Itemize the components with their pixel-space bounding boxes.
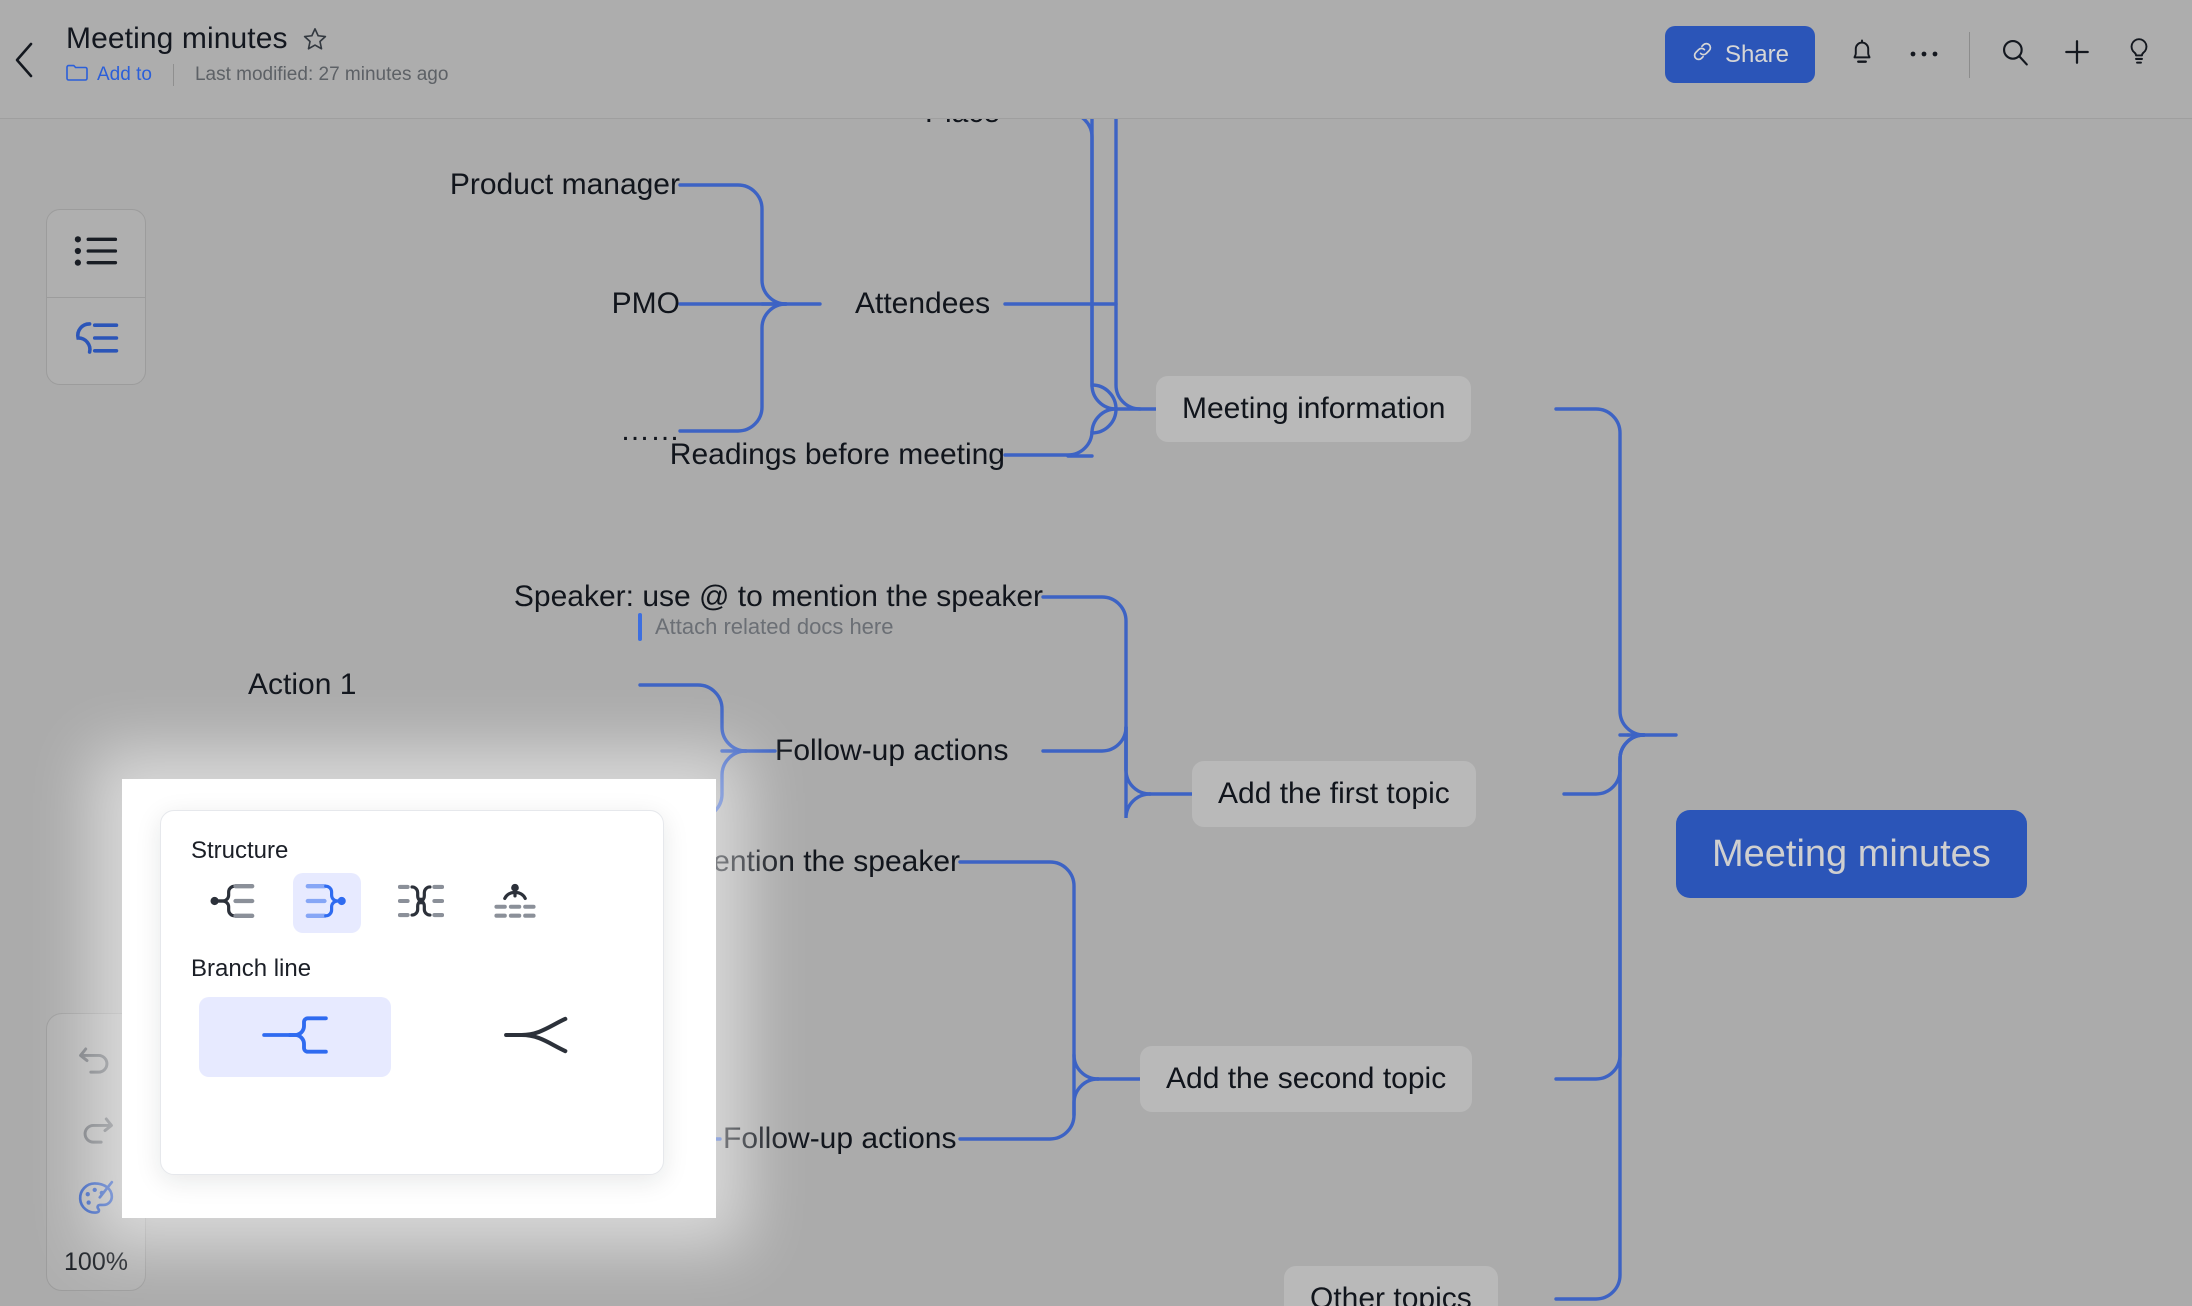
structure-left-icon (210, 881, 256, 926)
node-speaker-first[interactable]: Speaker: use @ to mention the speaker (443, 575, 1043, 619)
redo-button[interactable] (61, 1102, 131, 1158)
search-button[interactable] (1984, 27, 2046, 83)
topic-label: Other topics (1310, 1282, 1472, 1306)
node-ellipsis-attendee[interactable]: …… (380, 409, 680, 453)
node-place[interactable]: Place (925, 119, 1000, 135)
notifications-button[interactable] (1831, 27, 1893, 83)
view-mode-outline-button[interactable] (47, 210, 145, 297)
header-divider (1969, 31, 1970, 78)
zoom-level-label[interactable]: 100% (64, 1248, 128, 1276)
undo-icon (76, 1040, 116, 1081)
node-readings-before-meeting[interactable]: Readings before meeting (605, 433, 1005, 477)
document-title-row: Meeting minutes (66, 22, 328, 56)
star-icon[interactable] (302, 26, 328, 52)
structure-tree-down-icon (492, 881, 538, 926)
branch-line-option-taper[interactable] (441, 997, 633, 1077)
node-follow-up-actions-first[interactable]: Follow-up actions (775, 729, 1008, 773)
canvas-scrollbar[interactable] (2182, 119, 2192, 1306)
branch-line-option-bracket[interactable] (199, 997, 391, 1077)
color-palette-button[interactable] (61, 1172, 131, 1228)
structure-option-both-sides[interactable] (387, 873, 455, 933)
node-label: Speaker: use @ to mention the speaker (513, 580, 1043, 613)
node-pmo[interactable]: PMO (380, 282, 680, 326)
structure-option-tree-down[interactable] (481, 873, 549, 933)
document-meta-row: Add to Last modified: 27 minutes ago (66, 63, 448, 87)
node-label: Follow-up actions (775, 734, 1009, 767)
node-label: Readings before meeting (669, 438, 1005, 471)
branch-bracket-icon (259, 1010, 331, 1065)
plus-icon (2062, 37, 2092, 72)
redo-icon (76, 1110, 116, 1151)
header-actions: Share (1664, 26, 2170, 83)
app-header: Meeting minutes Add to Last modified: 27… (0, 0, 2192, 119)
node-label: Place (925, 119, 1000, 130)
outline-list-icon (74, 234, 118, 273)
search-icon (2000, 37, 2030, 72)
mindmap-icon (73, 320, 119, 361)
note-accent-bar (638, 613, 642, 641)
undo-button[interactable] (61, 1032, 131, 1088)
ellipsis-icon (1909, 46, 1939, 64)
root-node-label: Meeting minutes (1712, 832, 1991, 875)
add-to-label: Add to (97, 64, 152, 85)
node-label: …… (620, 414, 680, 447)
topic-label: Add the first topic (1218, 777, 1450, 810)
node-label: Action 1 (248, 668, 357, 701)
page-title[interactable]: Meeting minutes (66, 22, 288, 55)
structure-both-sides-icon (397, 881, 445, 926)
branch-line-options-row (191, 997, 633, 1077)
node-attendees[interactable]: Attendees (855, 282, 990, 326)
view-mode-mindmap-button[interactable] (47, 298, 145, 385)
structure-options-row (191, 873, 633, 933)
topic-label: Meeting information (1182, 392, 1446, 425)
lightbulb-icon (2125, 36, 2153, 73)
link-icon (1691, 40, 1714, 70)
structure-right-icon (304, 881, 350, 926)
structure-settings-popup: Structure (160, 810, 664, 1175)
add-to-button[interactable]: Add to (66, 63, 152, 87)
node-action-1[interactable]: Action 1 (248, 663, 356, 707)
structure-option-right[interactable] (293, 873, 361, 933)
chevron-left-icon (13, 41, 35, 79)
last-modified-label: Last modified: 27 minutes ago (194, 64, 449, 85)
folder-icon (66, 63, 88, 87)
topic-node-meeting-information[interactable]: Meeting information (1156, 376, 1472, 442)
color-palette-icon (75, 1179, 117, 1222)
node-label: PMO (611, 287, 680, 320)
meta-divider (172, 64, 174, 86)
topic-node-other-topics[interactable]: Other topics (1284, 1266, 1498, 1306)
node-follow-up-actions-second[interactable]: Follow-up actions (723, 1117, 956, 1161)
more-options-button[interactable] (1893, 27, 1955, 83)
node-label: Product manager (449, 168, 680, 201)
node-label: Follow-up actions (723, 1122, 957, 1155)
help-button[interactable] (2108, 27, 2170, 83)
node-label: Attendees (855, 287, 991, 320)
share-button[interactable]: Share (1664, 26, 1815, 83)
topic-node-first-topic[interactable]: Add the first topic (1192, 761, 1476, 827)
toolbar-divider (47, 296, 145, 298)
branch-taper-icon (501, 1010, 573, 1065)
view-mode-toolbar (46, 209, 146, 385)
back-button[interactable] (4, 36, 44, 84)
branch-line-section-label: Branch line (191, 955, 312, 982)
note-attach-docs[interactable]: Attach related docs here (638, 613, 893, 641)
topic-label: Add the second topic (1166, 1062, 1447, 1095)
node-product-manager[interactable]: Product manager (380, 163, 680, 207)
add-button[interactable] (2046, 27, 2108, 83)
note-label: Attach related docs here (655, 614, 894, 639)
mindmap-root-node[interactable]: Meeting minutes (1676, 810, 2027, 898)
structure-option-left[interactable] (199, 873, 267, 933)
bell-icon (1848, 37, 1876, 72)
topic-node-second-topic[interactable]: Add the second topic (1140, 1046, 1473, 1112)
share-label: Share (1724, 40, 1789, 68)
structure-section-label: Structure (191, 837, 289, 864)
